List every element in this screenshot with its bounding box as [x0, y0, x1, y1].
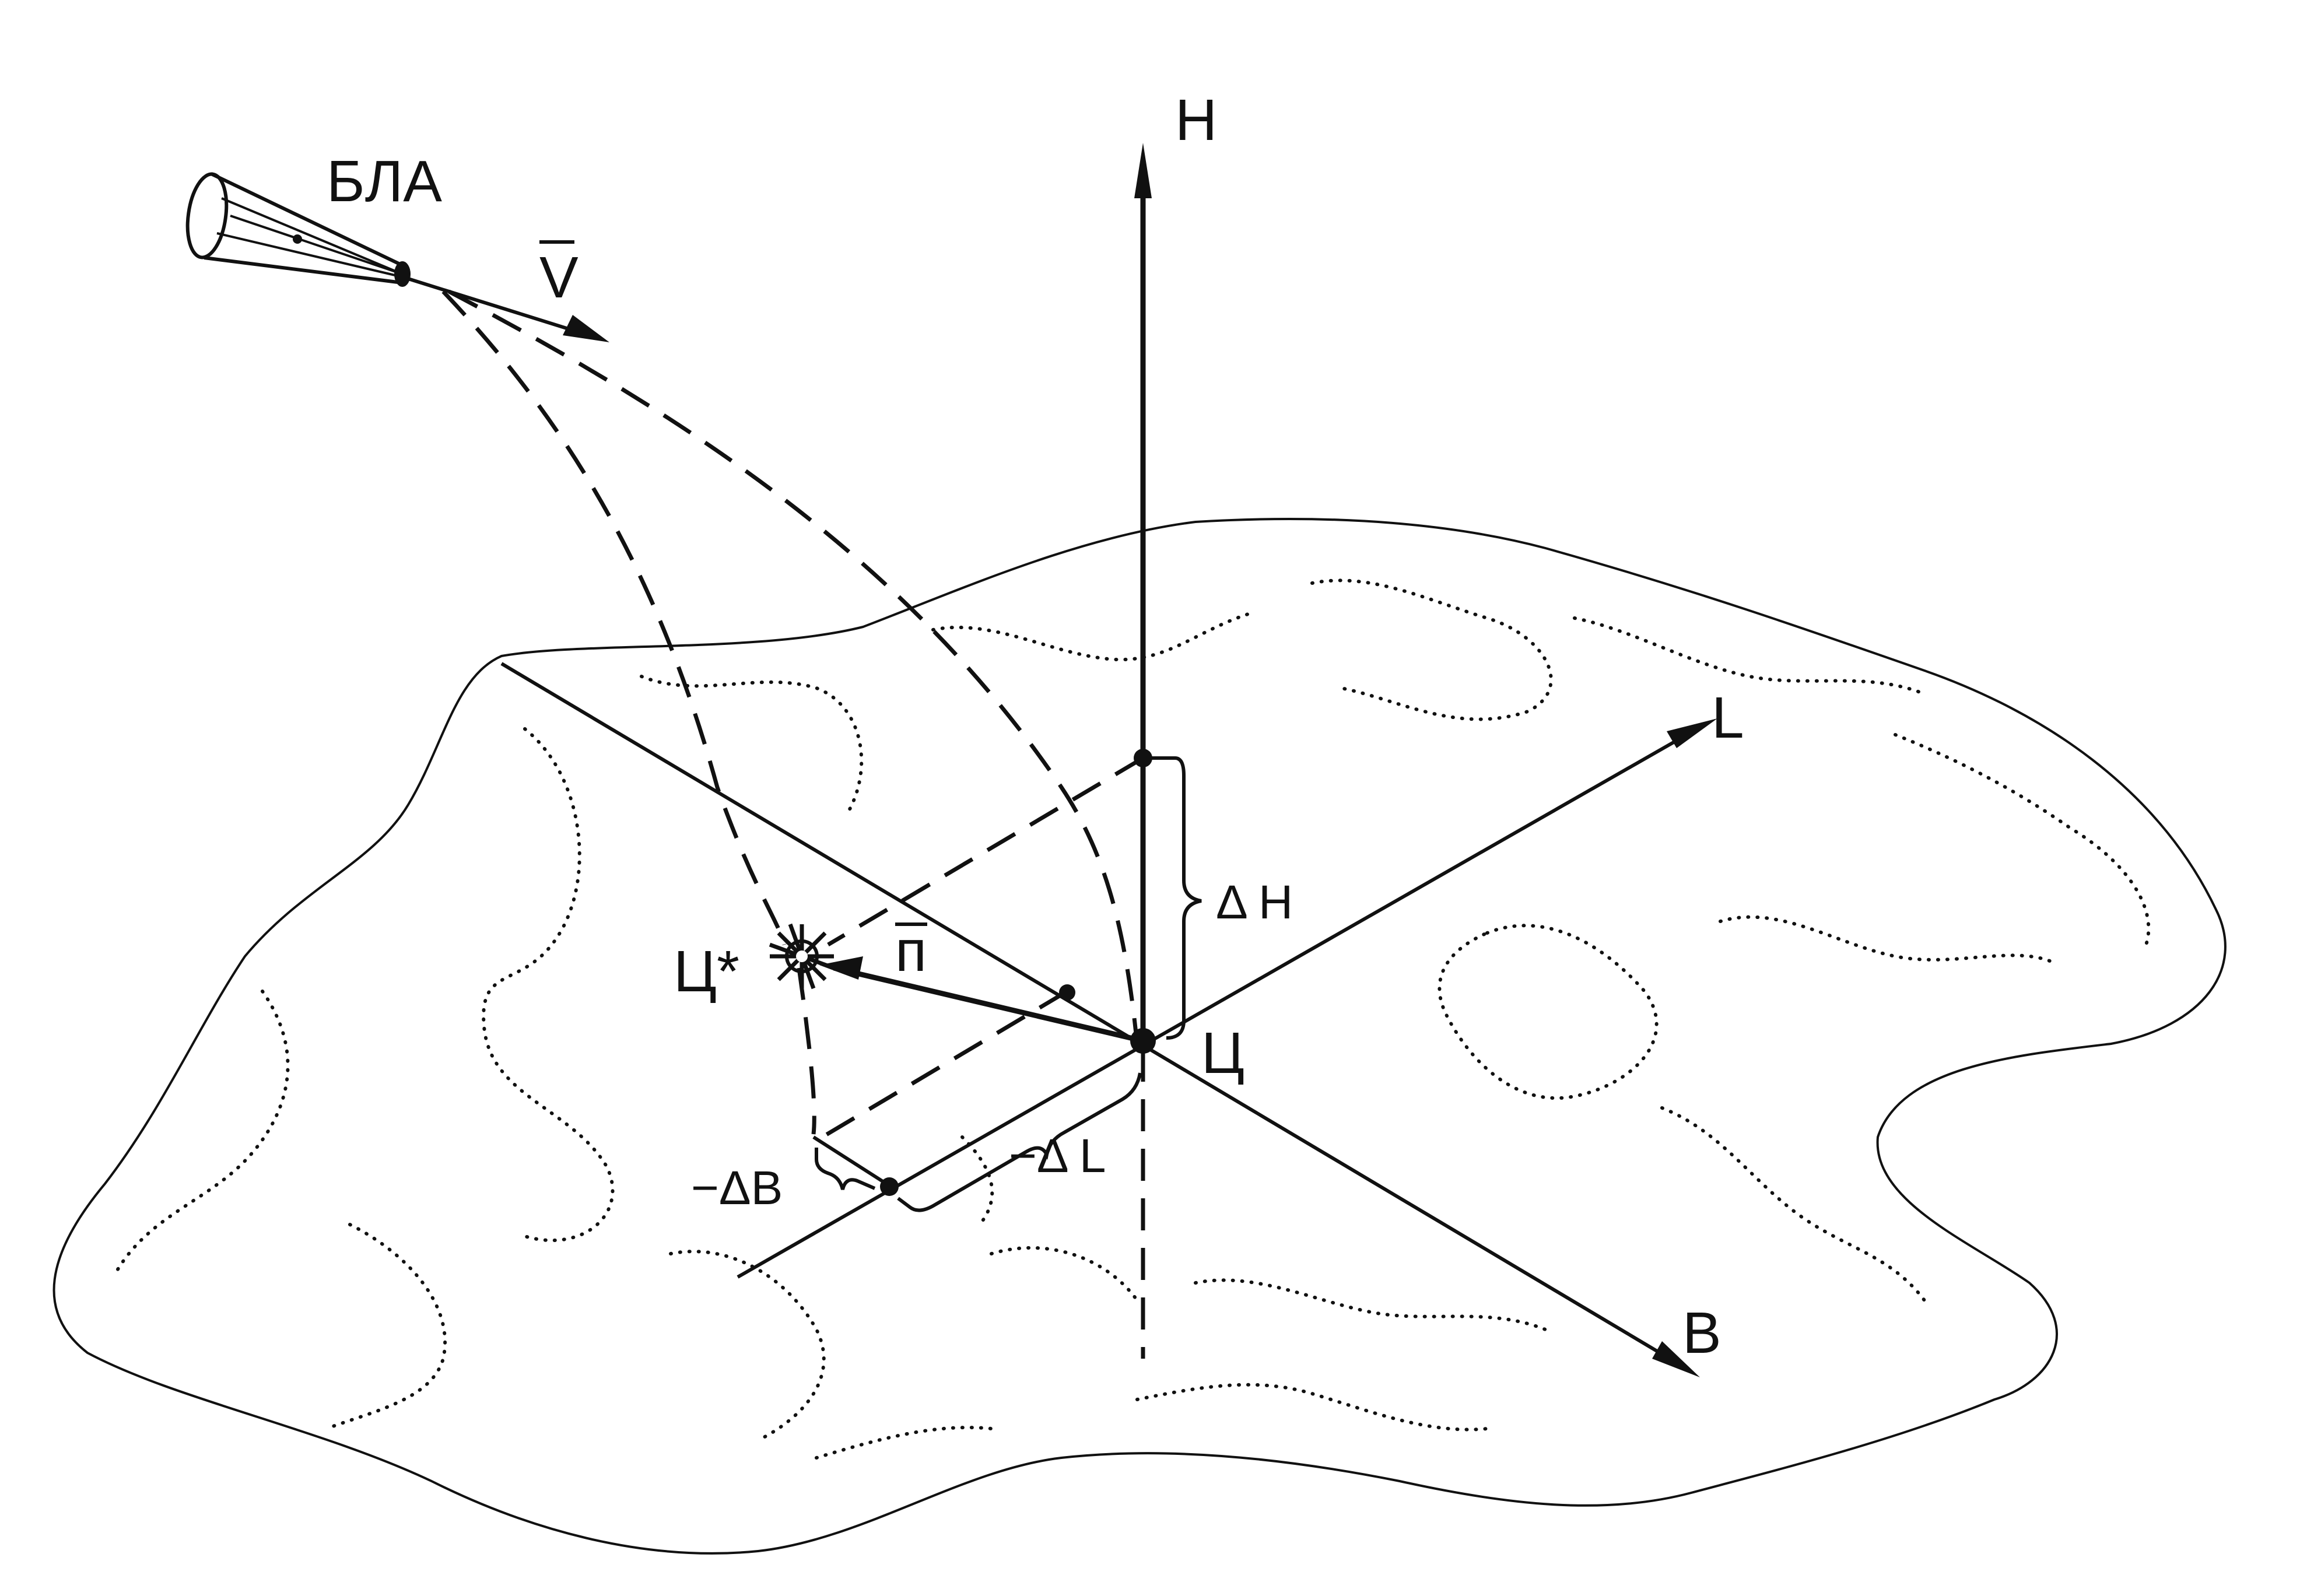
axis-b-arrowhead [1652, 1341, 1700, 1377]
velocity-arrowhead [563, 315, 609, 342]
trajectory-actual [441, 290, 787, 945]
uav-body [185, 172, 411, 287]
point-miss-vector [1059, 984, 1075, 1001]
label-axis-b: B [1682, 1300, 1722, 1366]
label-actual-target: Ц* [674, 939, 739, 1004]
miss-vector [833, 965, 1144, 1044]
velocity-vector [408, 277, 590, 337]
label-delta-h: Δ H [1216, 876, 1293, 929]
label-axis-h: H [1175, 87, 1217, 153]
brace-delta-b [815, 1148, 876, 1190]
brace-delta-h [1152, 756, 1202, 1040]
point-h [1134, 749, 1152, 767]
terrain-contours [115, 578, 2151, 1460]
label-target: Ц [1201, 1020, 1244, 1086]
point-b [880, 1177, 899, 1196]
label-delta-b: −ΔB [691, 1162, 783, 1215]
axis-h-arrowhead [1134, 143, 1152, 198]
point-target [1130, 1028, 1156, 1054]
label-axis-l: L [1712, 685, 1744, 750]
label-miss-vector: п [895, 918, 927, 984]
label-delta-l: −Δ L [1009, 1130, 1106, 1183]
impact-starburst [769, 923, 835, 990]
axis-l [737, 727, 1698, 1279]
axis-l-arrowhead [1667, 718, 1717, 748]
label-uav: БЛА [327, 149, 442, 214]
terrain-outline [52, 518, 2227, 1555]
brace-delta-l [897, 1072, 1142, 1212]
miss-vector-arrowhead [819, 956, 863, 980]
label-velocity: V [539, 245, 578, 310]
label-miss-vector-group: п [895, 918, 927, 984]
label-velocity-group: V [539, 240, 578, 310]
projection-h-to-target [827, 756, 1144, 947]
axis-b [500, 662, 1681, 1366]
offset-b-segment [812, 1135, 888, 1185]
trajectory-drop [797, 967, 816, 1135]
